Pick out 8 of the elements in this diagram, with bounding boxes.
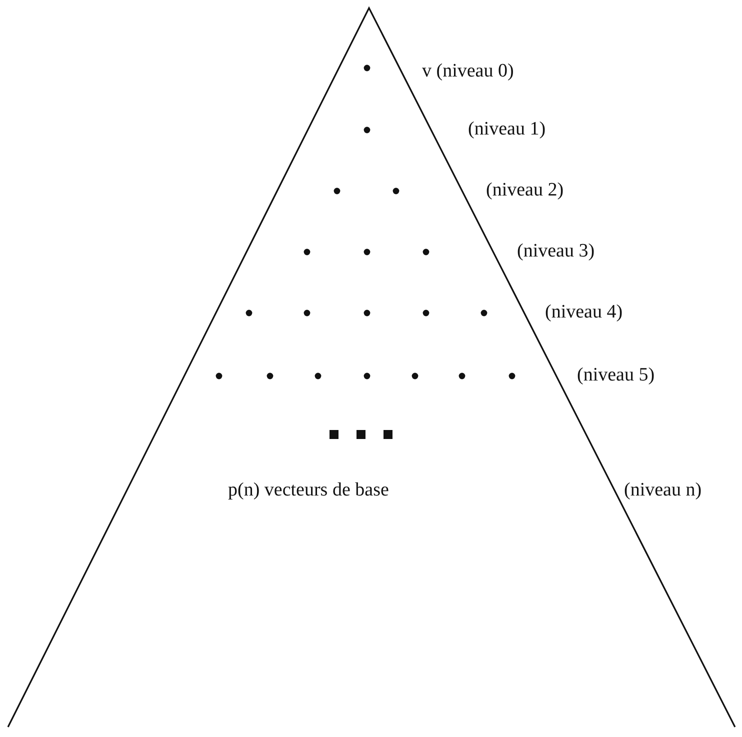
- level-label: v (niveau 0): [422, 62, 514, 82]
- level-label: (niveau 5): [577, 366, 655, 386]
- level-label: (niveau 4): [545, 302, 623, 324]
- level-label: (niveau 3): [517, 242, 595, 262]
- level-label: (niveau 2): [486, 180, 564, 202]
- level-label: (niveau 1): [468, 120, 546, 140]
- caption-text: p(n) vecteurs de base: [228, 480, 389, 502]
- level-label: (niveau n): [624, 480, 702, 502]
